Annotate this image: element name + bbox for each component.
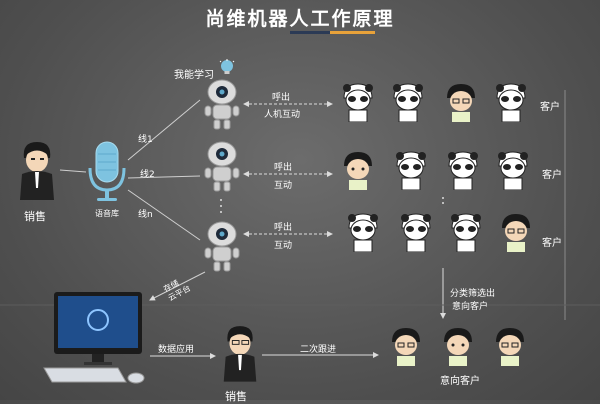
intent-customer-boy-glasses-icon [392,328,420,366]
followup-label: 二次跟进 [300,345,337,355]
title-underline-accent [330,31,375,34]
row-2-arrow-bottom: 互动 [274,181,293,191]
row-2-arrow-top: 呼出 [274,163,293,173]
robot-caption: 我能学习 [174,70,214,81]
computer-icon [43,292,145,384]
customer-panda-icon [348,213,378,252]
customer-panda-icon [396,151,426,190]
filter-label-line-2: 意向客户 [452,302,489,312]
bottom-seller-label: 销售 [225,390,247,403]
robot-n-icon [204,221,240,272]
robot-2-icon [204,141,240,192]
line-1-label: 线1 [138,135,153,145]
row-1-arrow-bottom: 人机互动 [264,110,301,120]
bottom-seller-figure-icon [223,326,257,382]
line-n-label: 线n [138,210,153,220]
seller-figure-icon [20,142,54,200]
customer-boy-glasses-icon [502,214,530,252]
line-2-connector [127,175,201,179]
customer-panda-icon [393,83,423,122]
data-application-label: 数据应用 [158,345,195,355]
seller-label: 销售 [24,210,46,223]
customer-panda-icon [496,83,526,122]
page-title: 尚维机器人工作原理 [205,8,395,30]
row-3-arrow-top: 呼出 [274,223,293,233]
customer-boy-icon [344,152,372,190]
line-2-label: 线2 [140,170,155,180]
robot-1-icon [204,79,240,130]
customer-boy-glasses-icon [447,84,475,122]
intent-customer-label: 意向客户 [440,376,480,387]
microphone-icon [88,141,126,201]
customer-panda-icon [448,151,478,190]
customer-panda-icon [498,151,528,190]
row-1-customer-label: 客户 [540,102,560,113]
row-3-arrow-bottom: 互动 [274,241,293,251]
row-2-customer-label: 客户 [542,170,562,181]
line-1-connector [127,99,201,161]
customer-panda-icon [451,213,481,252]
row-1-arrow-top: 呼出 [272,93,291,103]
customer-panda-icon [401,213,431,252]
intent-customer-boy-icon [444,328,472,366]
intent-customer-boy-glasses-icon [496,328,524,366]
lightbulb-icon [219,59,235,74]
row-3-customer-label: 客户 [542,238,562,249]
cloud-storage-arrow [149,271,206,301]
line-n-connector [127,189,201,241]
customer-panda-icon [343,83,373,122]
filter-label-line-1: 分类筛选出 [450,289,496,299]
voice-library-label: 语音库 [95,209,119,218]
